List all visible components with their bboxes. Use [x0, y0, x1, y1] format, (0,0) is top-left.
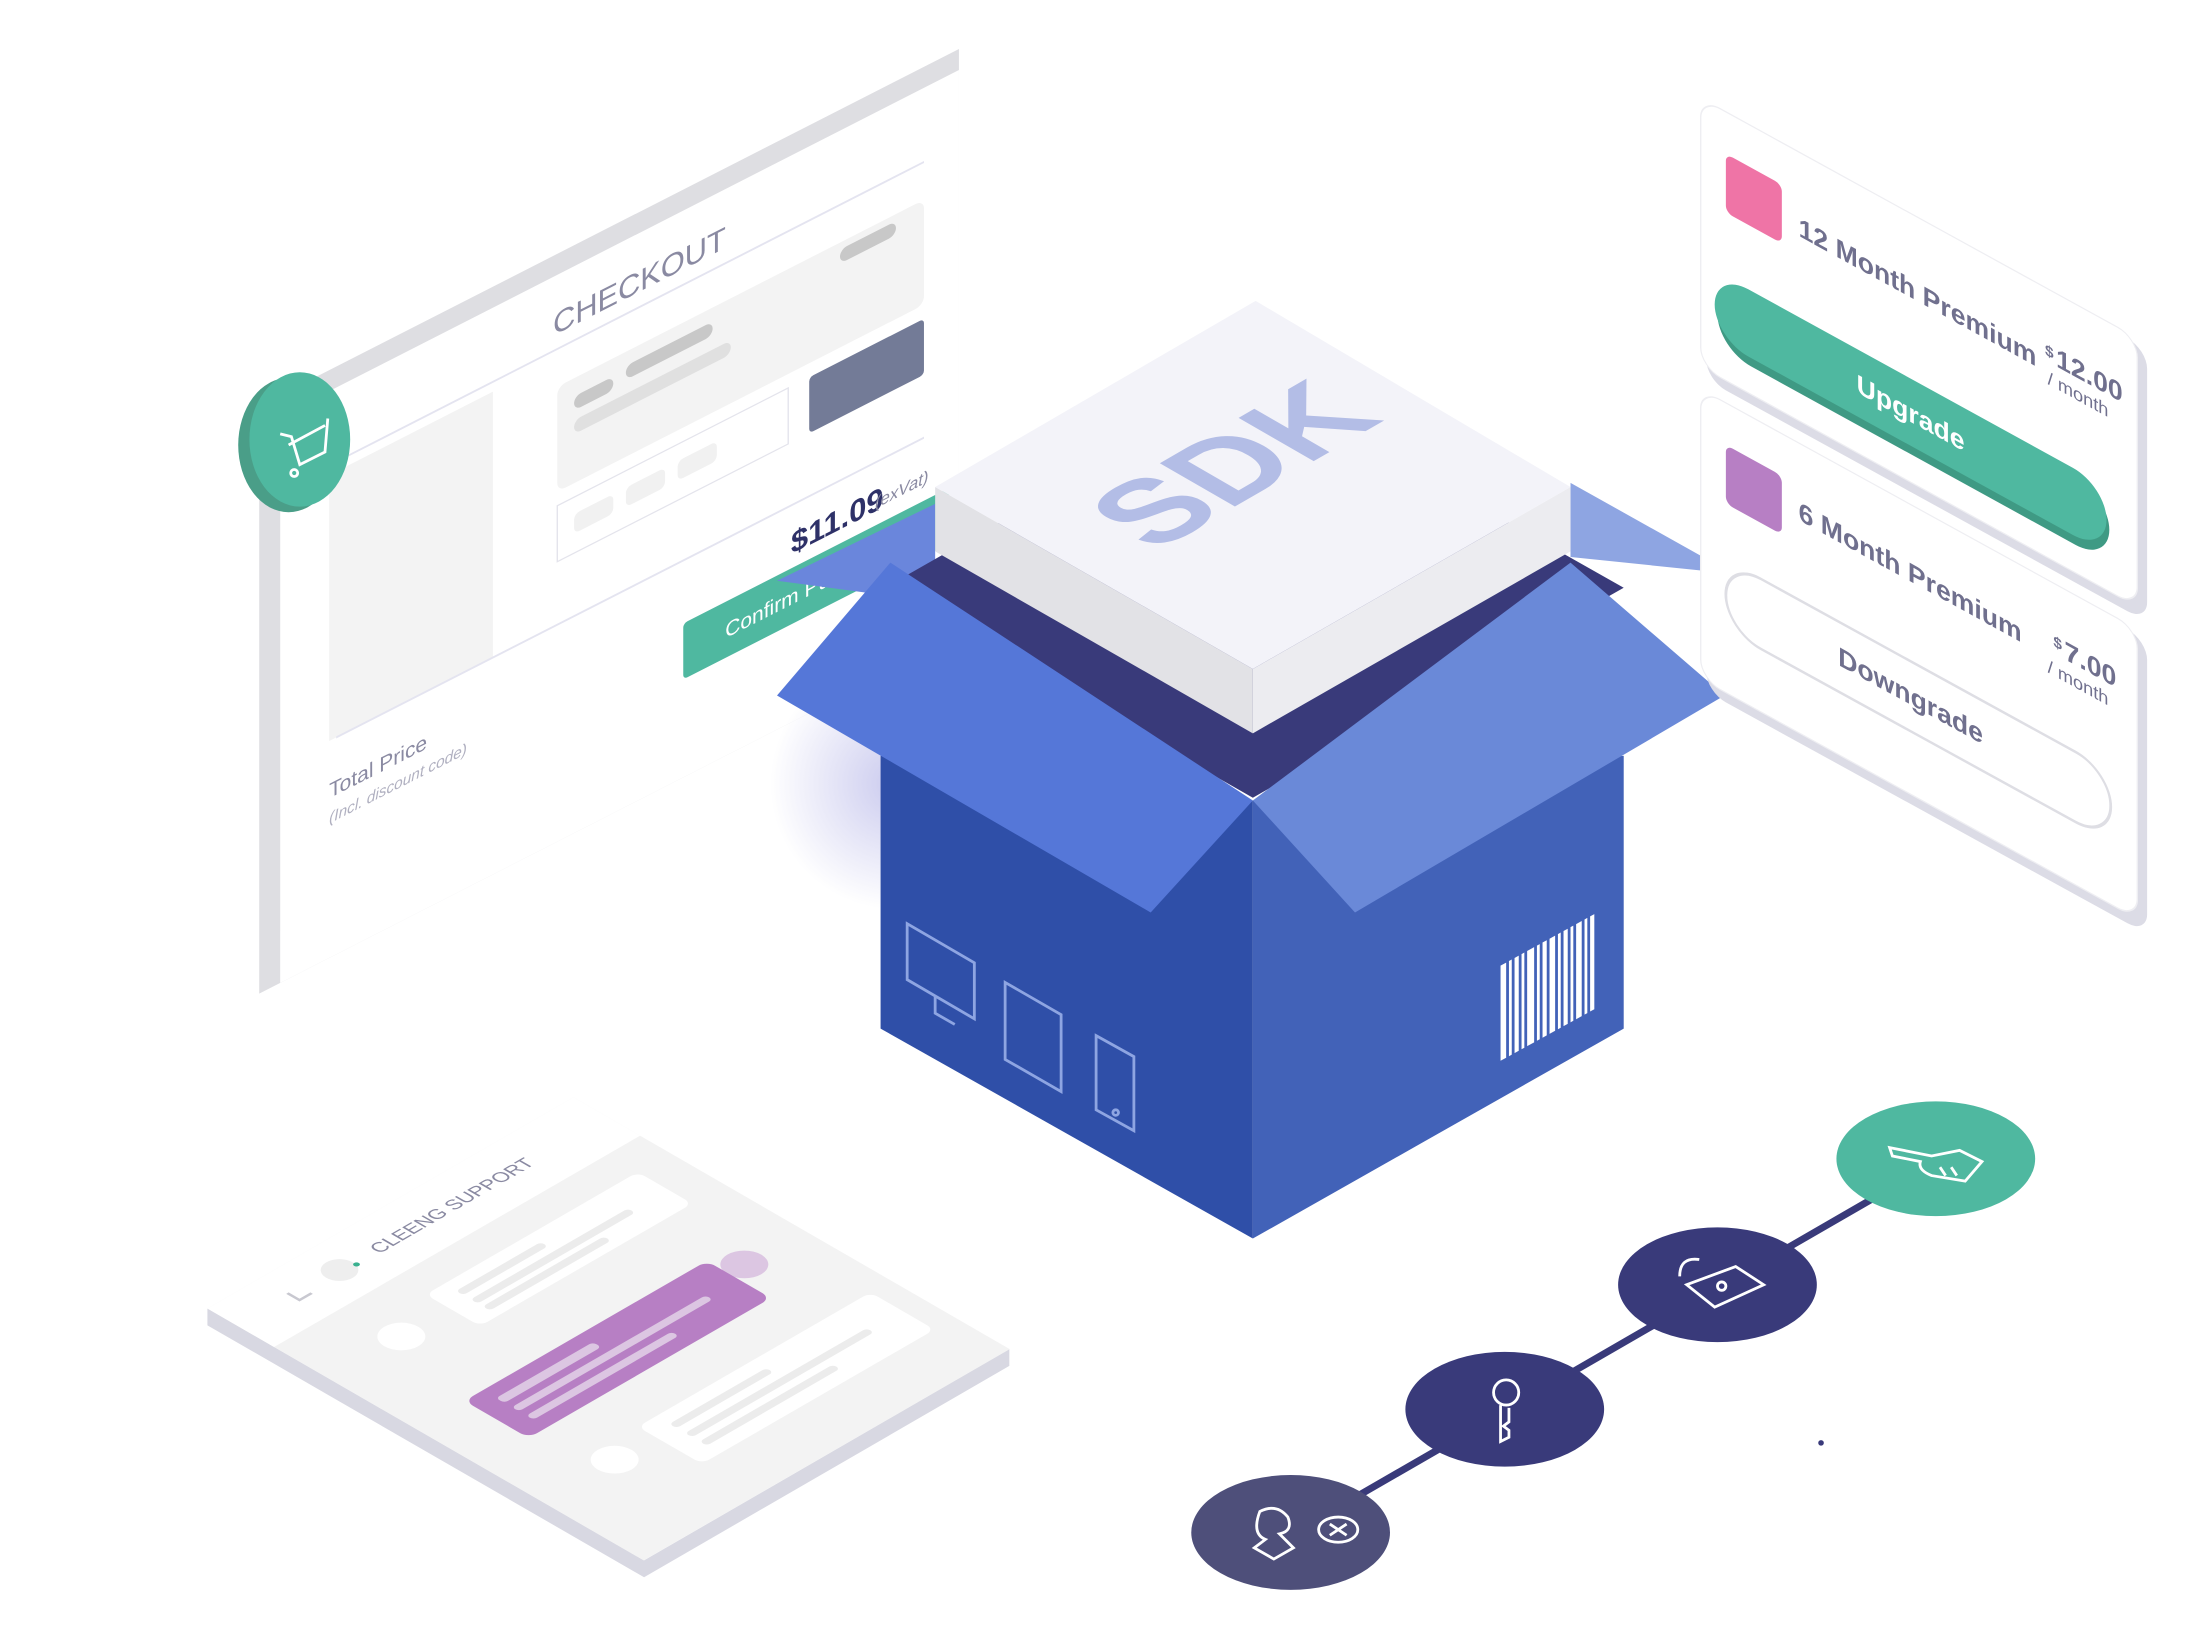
apply-button[interactable]: [809, 319, 924, 434]
plan-card-12-month: 12 Month Premium $ 12.00 / month Upgrade: [1699, 105, 2148, 614]
online-status-dot: [353, 1262, 360, 1267]
plan-currency: $: [2053, 633, 2062, 654]
unlock-icon: [1678, 1257, 1767, 1309]
plan-swatch-purple: [1725, 447, 1782, 532]
placeholder-line: [574, 496, 614, 532]
barcode-stripe: [1527, 947, 1535, 1047]
user-remove-icon: [1251, 1506, 1360, 1561]
back-arrow-icon[interactable]: [286, 1286, 313, 1302]
phone-icon: [1094, 1033, 1136, 1134]
back-right-flap: [1570, 482, 1733, 574]
lid-right-side: [1252, 487, 1571, 734]
barcode-stripe: [1549, 935, 1556, 1034]
plan-currency: $: [2045, 341, 2054, 362]
panel-thickness: [207, 1308, 1010, 1578]
barcode-stripe: [1557, 932, 1561, 1030]
step-key: [1405, 1351, 1605, 1467]
front-right-flap: [1252, 562, 1725, 913]
header-divider: [336, 160, 924, 463]
timeline-connector: [1300, 1169, 1920, 1532]
barcode-stripe: [1542, 940, 1547, 1038]
plan-card-6-month: 6 Month Premium $ 7.00 / month Downgrade: [1699, 396, 2148, 927]
barcode-stripe: [1508, 959, 1512, 1057]
product-image-placeholder: [329, 391, 493, 742]
step-handshake: [1836, 1101, 2036, 1217]
placeholder-line: [625, 324, 713, 378]
key-icon: [1492, 1378, 1521, 1444]
barcode-stripe: [1590, 914, 1595, 1012]
cart-badge[interactable]: [238, 372, 351, 513]
front-left-flap: [777, 562, 1253, 913]
monitor-icon: [905, 921, 976, 1026]
lid-top: [935, 300, 1571, 669]
plan-swatch-pink: [1725, 156, 1782, 241]
step-user-remove: [1191, 1475, 1390, 1590]
barcode-stripe: [1521, 952, 1525, 1050]
sdk-box: SDK: [770, 300, 1733, 1239]
placeholder-line: [625, 469, 666, 505]
user-avatar: [377, 1322, 426, 1351]
barcode-stripe: [1584, 917, 1588, 1015]
discount-input[interactable]: [556, 386, 789, 563]
details-card: [557, 203, 924, 489]
upgrade-button[interactable]: [1714, 271, 2107, 554]
barcode-stripe: [1500, 962, 1507, 1061]
downgrade-button[interactable]: [1724, 560, 2113, 842]
price-divider: [336, 436, 924, 739]
steps-timeline: [1191, 1101, 2036, 1590]
barcode-stripe: [1570, 925, 1574, 1023]
barcode-stripe: [1576, 921, 1582, 1020]
agent-avatar: [320, 1259, 359, 1281]
support-chat-panel: CLEENG SUPPORT: [207, 1097, 1010, 1578]
handshake-icon: [1887, 1145, 1985, 1183]
decorative-dot: [1818, 1440, 1824, 1446]
tablet-icon: [1003, 980, 1063, 1095]
user-avatar: [590, 1445, 639, 1474]
agent-chat-avatar: [720, 1250, 769, 1279]
placeholder-line: [839, 223, 896, 261]
chat-header: [207, 1097, 641, 1348]
barcode-icon: [1500, 914, 1595, 1061]
barcode-stripe: [1563, 928, 1568, 1027]
lid-left-side: [935, 487, 1253, 734]
placeholder-line: [574, 379, 614, 408]
placeholder-line: [677, 443, 717, 479]
shopping-cart-icon: [279, 418, 330, 478]
barcode-stripe: [1514, 955, 1519, 1054]
barcode-stripe: [1536, 944, 1540, 1041]
placeholder-line: [574, 342, 731, 432]
